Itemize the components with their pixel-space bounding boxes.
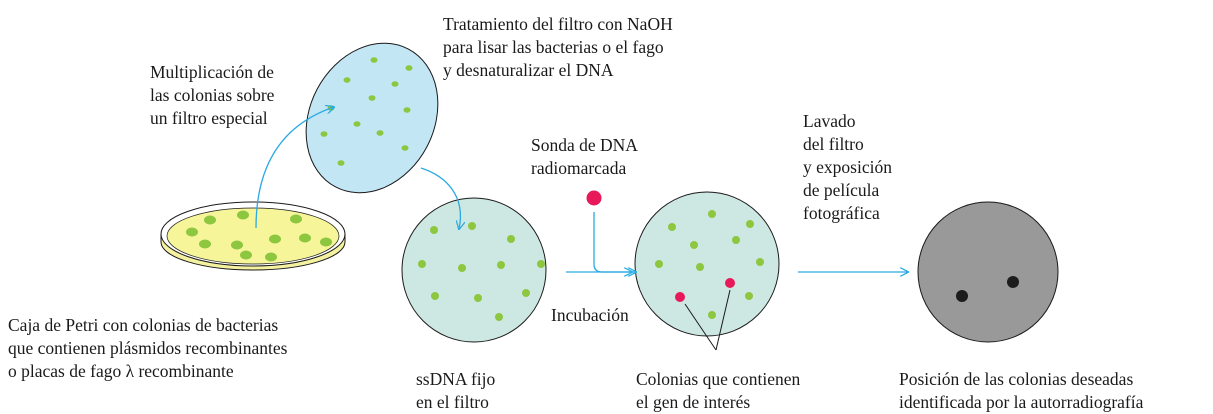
label-multiplication: Multiplicación de las colonias sobre un … — [150, 62, 275, 128]
film-spot — [1007, 276, 1019, 288]
autoradiograph-film — [917, 201, 1059, 343]
petri-dish — [160, 201, 346, 271]
ssdna-colonies — [418, 222, 545, 321]
process-arrows — [255, 107, 908, 272]
label-incubation: Incubación — [551, 305, 629, 325]
label-treatment: Tratamiento del filtro con NaOH para lis… — [443, 14, 673, 80]
label-probe: Sonda de DNA radiomarcada — [531, 135, 638, 178]
arrow-probe-down — [593, 212, 632, 272]
label-ssdna: ssDNA fijo en el filtro — [416, 369, 496, 412]
label-position: Posición de las colonias deseadas identi… — [899, 369, 1144, 412]
tilted-filter — [305, 42, 439, 194]
target-pointer-lines — [684, 289, 731, 351]
label-petri: Caja de Petri con colonias de bacterias … — [8, 315, 288, 381]
radiolabeled-probe — [586, 190, 602, 206]
hybridized-filter — [634, 191, 780, 337]
hybridized-colonies — [655, 210, 764, 319]
label-wash: Lavado del filtro y exposición de pelícu… — [803, 111, 892, 223]
label-colonies-gene: Colonias que contienen el gen de interés — [636, 369, 801, 412]
film-spot — [956, 290, 968, 302]
arrow-petri-to-filter — [255, 107, 334, 229]
petri-colonies — [186, 210, 332, 262]
ssdna-filter — [401, 197, 547, 343]
hybridized-target-colonies — [675, 278, 735, 302]
arrow-filter-to-ssdna — [420, 167, 460, 229]
